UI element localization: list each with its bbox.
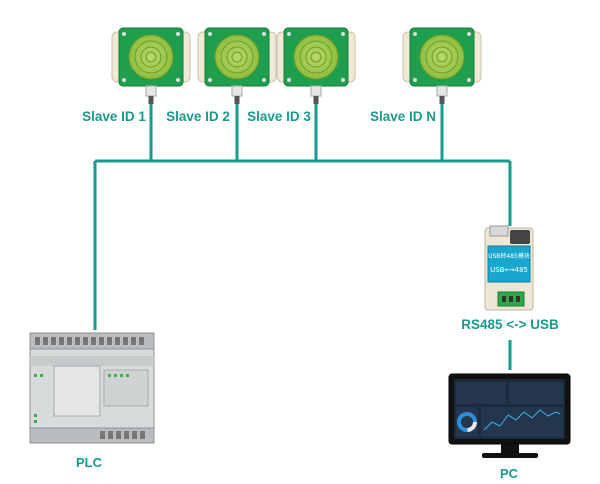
plc-label: PLC — [76, 455, 103, 470]
slave-label-2: Slave ID 2 — [166, 109, 230, 124]
converter-device-text-top: USB转485模块 — [488, 252, 530, 260]
sensor-slave-n — [402, 27, 482, 104]
rs485-bus — [93, 100, 512, 370]
plc-device — [29, 332, 155, 444]
slave-label-3: Slave ID 3 — [247, 109, 311, 124]
pc-monitor — [448, 373, 571, 458]
converter-label: RS485 <-> USB — [461, 317, 559, 332]
usb-rs485-converter: USB转485模块 USB⟷485 — [484, 225, 534, 311]
sensor-slave-2 — [197, 27, 277, 104]
converter-device-text-bottom: USB⟷485 — [490, 266, 528, 274]
slave-label-n: Slave ID N — [370, 109, 436, 124]
slave-label-1: Slave ID 1 — [82, 109, 146, 124]
sensor-slave-3 — [276, 27, 356, 104]
sensor-slave-1 — [111, 27, 191, 104]
pc-label: PC — [500, 466, 519, 481]
